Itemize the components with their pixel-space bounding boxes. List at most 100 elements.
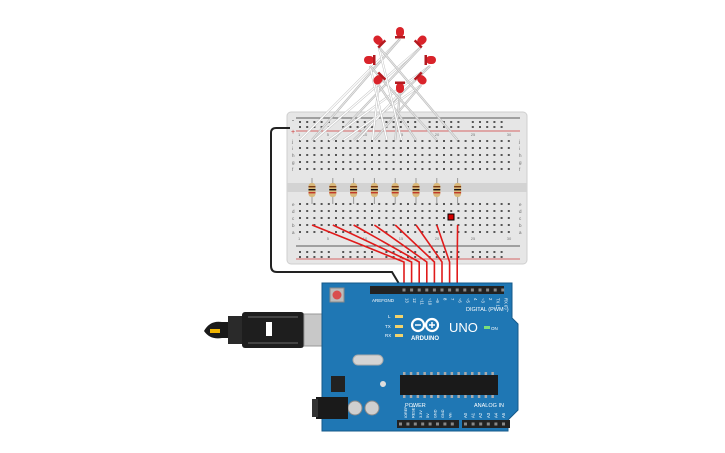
terminal-hole[interactable] bbox=[471, 140, 474, 142]
rail-hole[interactable] bbox=[435, 251, 438, 253]
terminal-hole[interactable] bbox=[335, 210, 337, 212]
terminal-hole[interactable] bbox=[335, 147, 337, 149]
rail-hole[interactable] bbox=[371, 256, 373, 258]
terminal-hole[interactable] bbox=[342, 161, 345, 163]
led-icon[interactable] bbox=[413, 71, 429, 87]
terminal-hole[interactable] bbox=[486, 231, 489, 233]
terminal-hole[interactable] bbox=[493, 210, 496, 212]
resistor-icon[interactable] bbox=[391, 178, 399, 204]
terminal-hole[interactable] bbox=[479, 210, 481, 212]
rail-hole[interactable] bbox=[428, 251, 431, 253]
terminal-hole[interactable] bbox=[399, 231, 402, 233]
terminal-hole[interactable] bbox=[313, 140, 316, 142]
rail-hole[interactable] bbox=[371, 251, 373, 253]
terminal-hole[interactable] bbox=[471, 168, 474, 170]
power-pin[interactable] bbox=[443, 422, 447, 426]
terminal-hole[interactable] bbox=[306, 161, 309, 163]
terminal-hole[interactable] bbox=[421, 210, 424, 212]
terminal-hole[interactable] bbox=[371, 231, 373, 233]
rail-hole[interactable] bbox=[471, 251, 474, 253]
terminal-hole[interactable] bbox=[392, 231, 395, 233]
terminal-hole[interactable] bbox=[356, 140, 359, 142]
terminal-hole[interactable] bbox=[450, 210, 453, 212]
terminal-hole[interactable] bbox=[471, 217, 474, 219]
analog-pin[interactable] bbox=[486, 422, 490, 426]
terminal-hole[interactable] bbox=[342, 154, 345, 156]
terminal-hole[interactable] bbox=[399, 154, 402, 156]
power-pin[interactable] bbox=[450, 422, 454, 426]
terminal-hole[interactable] bbox=[306, 203, 309, 205]
terminal-hole[interactable] bbox=[414, 140, 417, 142]
terminal-hole[interactable] bbox=[428, 217, 431, 219]
terminal-hole[interactable] bbox=[435, 210, 438, 212]
led-icon[interactable] bbox=[371, 33, 387, 49]
analog-pin[interactable] bbox=[464, 422, 467, 426]
rail-hole[interactable] bbox=[479, 251, 481, 253]
terminal-hole[interactable] bbox=[363, 154, 366, 156]
terminal-hole[interactable] bbox=[500, 161, 503, 163]
rail-hole[interactable] bbox=[320, 126, 323, 128]
terminal-hole[interactable] bbox=[500, 203, 503, 205]
terminal-hole[interactable] bbox=[363, 168, 366, 170]
terminal-hole[interactable] bbox=[356, 217, 359, 219]
red-jumper-wire[interactable] bbox=[436, 224, 451, 289]
terminal-hole[interactable] bbox=[421, 231, 424, 233]
terminal-hole[interactable] bbox=[342, 217, 345, 219]
rail-hole[interactable] bbox=[450, 256, 453, 258]
rail-hole[interactable] bbox=[385, 121, 388, 123]
terminal-hole[interactable] bbox=[457, 217, 460, 219]
terminal-hole[interactable] bbox=[464, 210, 467, 212]
terminal-hole[interactable] bbox=[392, 224, 395, 226]
terminal-hole[interactable] bbox=[378, 161, 381, 163]
rail-hole[interactable] bbox=[493, 256, 496, 258]
terminal-hole[interactable] bbox=[356, 224, 359, 226]
terminal-hole[interactable] bbox=[428, 168, 431, 170]
terminal-hole[interactable] bbox=[399, 224, 402, 226]
terminal-hole[interactable] bbox=[378, 231, 381, 233]
terminal-hole[interactable] bbox=[493, 168, 496, 170]
terminal-hole[interactable] bbox=[407, 161, 409, 163]
led-icon[interactable] bbox=[395, 81, 405, 94]
rail-hole[interactable] bbox=[457, 126, 460, 128]
digital-pin[interactable] bbox=[501, 288, 505, 292]
terminal-hole[interactable] bbox=[378, 217, 381, 219]
rail-hole[interactable] bbox=[313, 251, 316, 253]
terminal-hole[interactable] bbox=[414, 224, 417, 226]
terminal-hole[interactable] bbox=[335, 231, 337, 233]
terminal-hole[interactable] bbox=[327, 217, 330, 219]
terminal-hole[interactable] bbox=[306, 168, 309, 170]
terminal-hole[interactable] bbox=[392, 154, 395, 156]
rail-hole[interactable] bbox=[342, 256, 345, 258]
terminal-hole[interactable] bbox=[327, 161, 330, 163]
terminal-hole[interactable] bbox=[500, 210, 503, 212]
terminal-hole[interactable] bbox=[407, 231, 409, 233]
terminal-hole[interactable] bbox=[464, 161, 467, 163]
terminal-hole[interactable] bbox=[299, 168, 301, 170]
terminal-hole[interactable] bbox=[356, 231, 359, 233]
rail-hole[interactable] bbox=[486, 126, 489, 128]
power-pin[interactable] bbox=[421, 422, 425, 426]
terminal-hole[interactable] bbox=[486, 161, 489, 163]
terminal-hole[interactable] bbox=[428, 203, 431, 205]
rail-hole[interactable] bbox=[479, 256, 481, 258]
terminal-hole[interactable] bbox=[327, 140, 330, 142]
rail-hole[interactable] bbox=[356, 256, 359, 258]
terminal-hole[interactable] bbox=[421, 154, 424, 156]
terminal-hole[interactable] bbox=[342, 168, 345, 170]
digital-pin[interactable] bbox=[410, 288, 414, 292]
terminal-hole[interactable] bbox=[500, 224, 503, 226]
rail-hole[interactable] bbox=[435, 126, 438, 128]
digital-pin[interactable] bbox=[470, 288, 474, 292]
terminal-hole[interactable] bbox=[363, 147, 366, 149]
terminal-hole[interactable] bbox=[363, 203, 366, 205]
terminal-hole[interactable] bbox=[457, 147, 460, 149]
terminal-hole[interactable] bbox=[320, 140, 323, 142]
terminal-hole[interactable] bbox=[500, 140, 503, 142]
terminal-hole[interactable] bbox=[399, 161, 402, 163]
terminal-hole[interactable] bbox=[335, 168, 337, 170]
rail-hole[interactable] bbox=[363, 121, 366, 123]
terminal-hole[interactable] bbox=[443, 231, 445, 233]
terminal-hole[interactable] bbox=[435, 217, 438, 219]
rail-hole[interactable] bbox=[471, 256, 474, 258]
terminal-hole[interactable] bbox=[327, 154, 330, 156]
